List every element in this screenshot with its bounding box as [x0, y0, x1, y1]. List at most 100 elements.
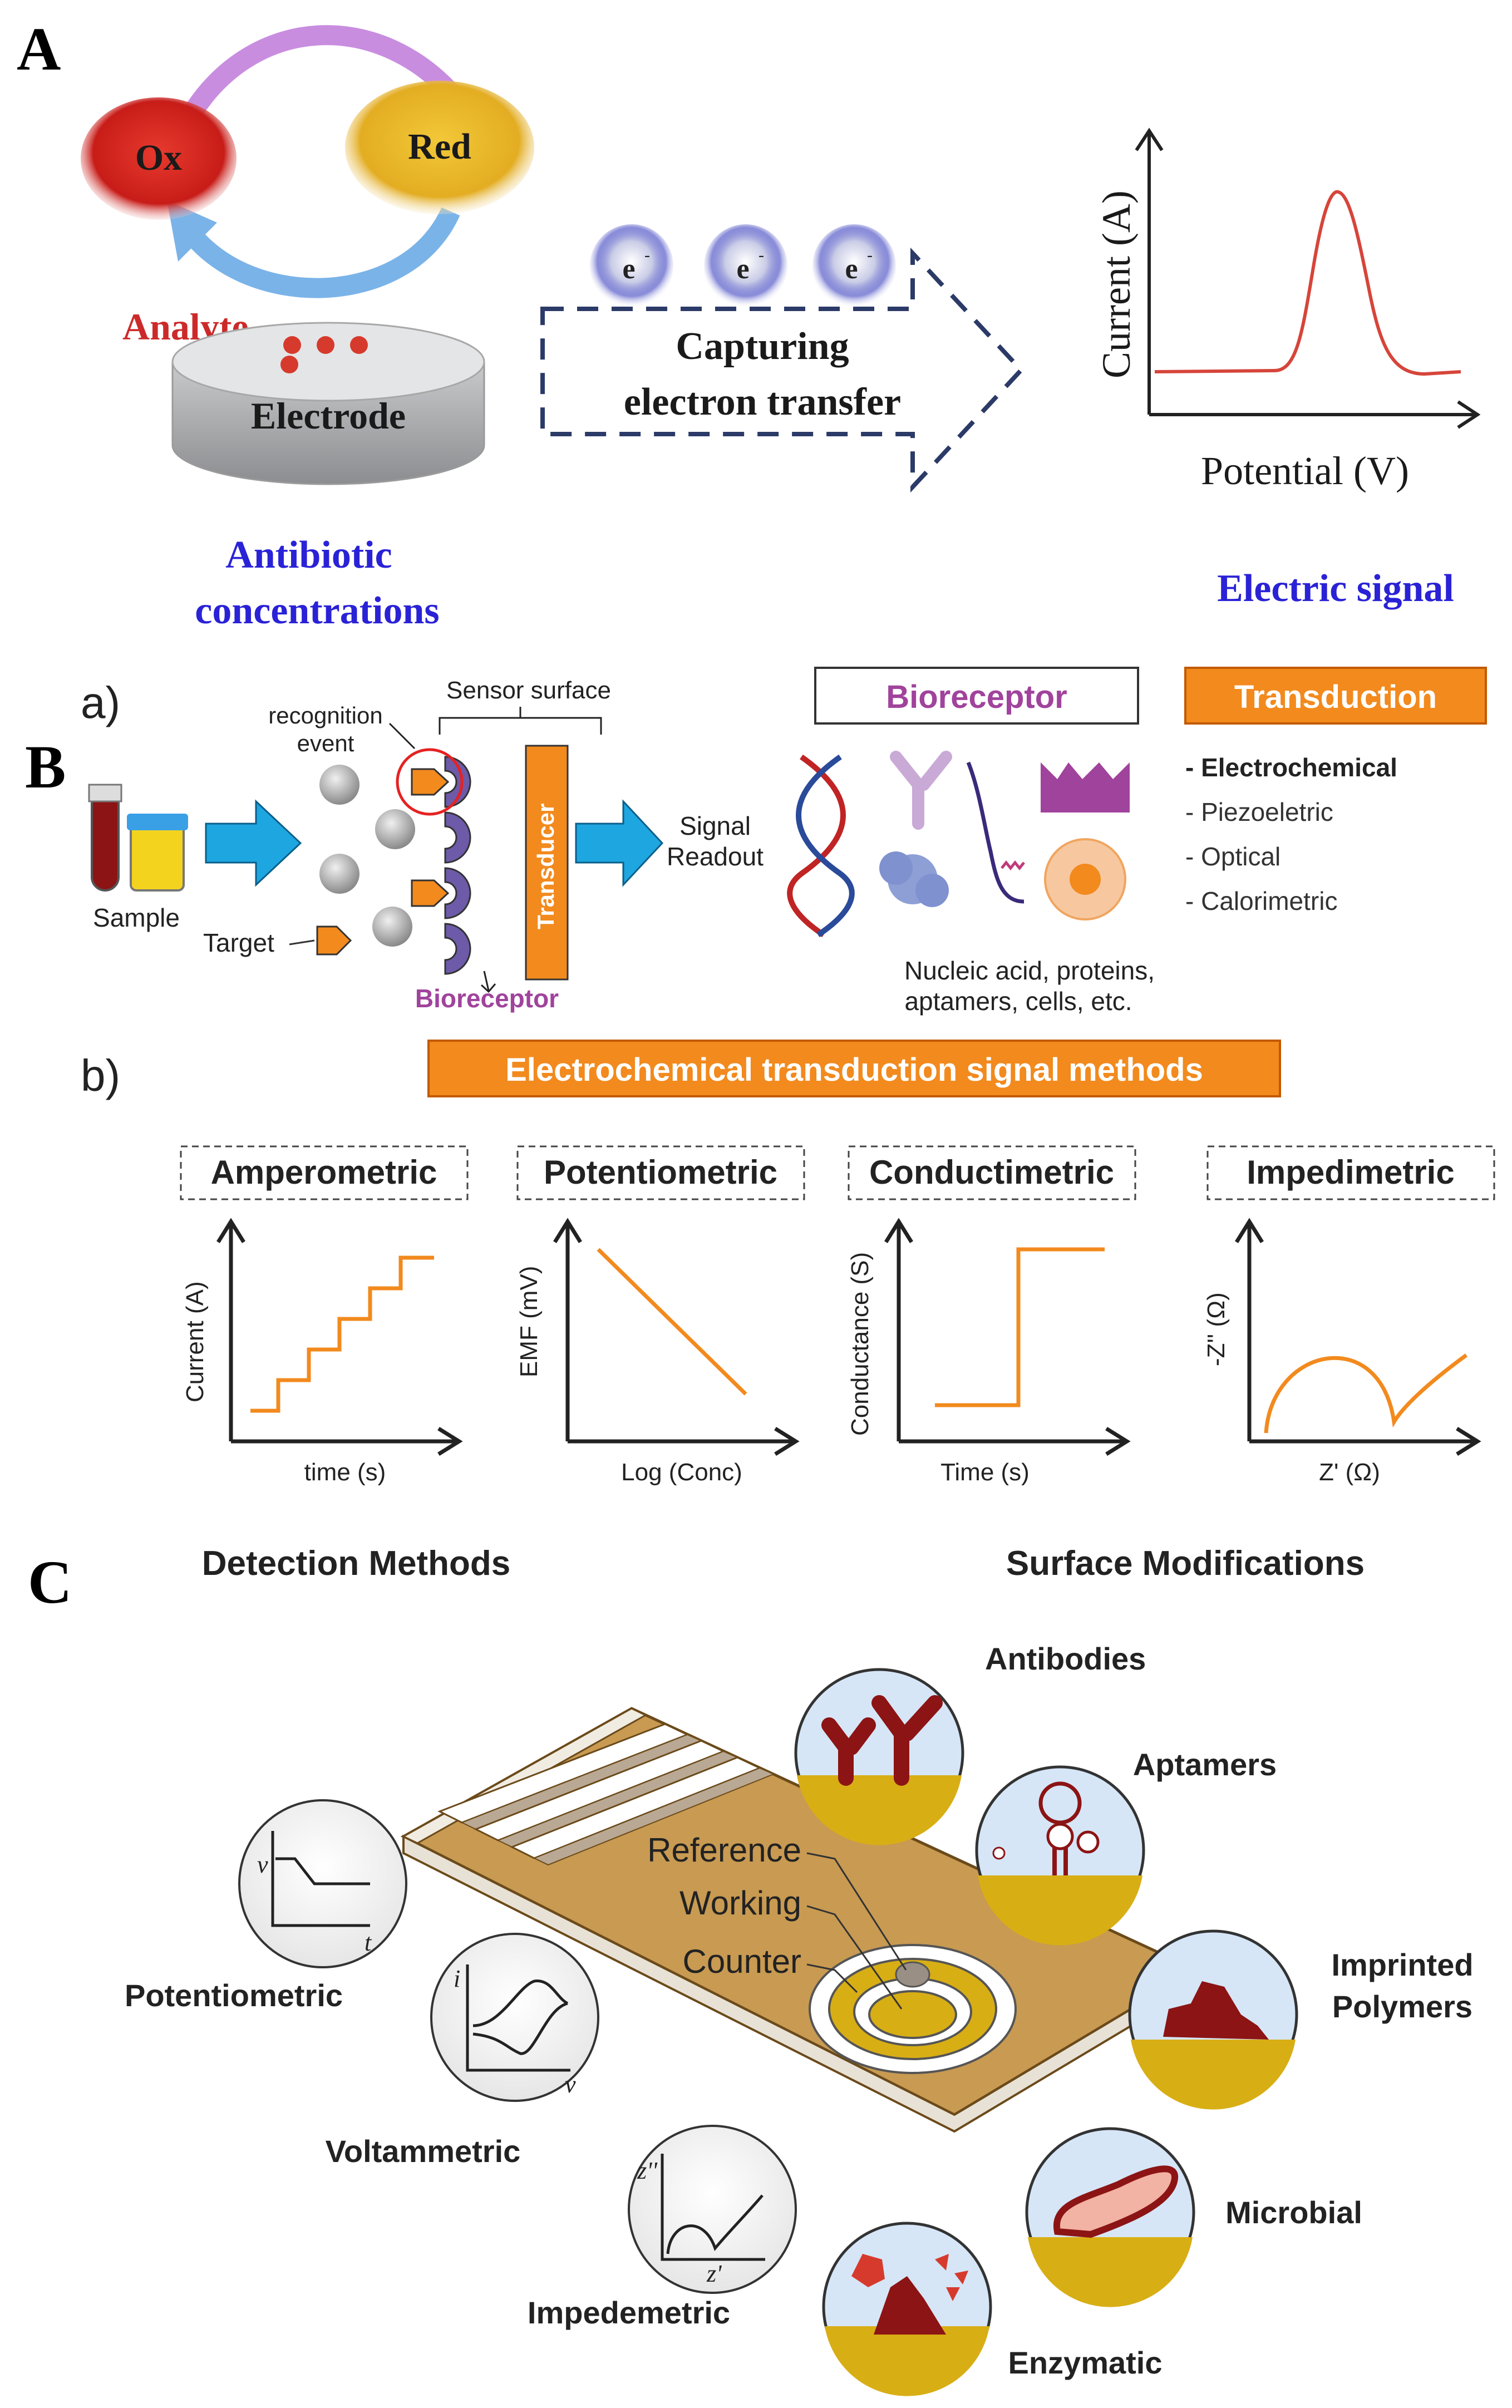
enzyme-icon	[1041, 762, 1130, 812]
sphere	[375, 809, 415, 849]
panel-b: a) B Sample Target recognition event Sen…	[25, 667, 1495, 1486]
sub-a-label: a)	[81, 678, 120, 727]
method-xlabel: Z' (Ω)	[1319, 1459, 1380, 1486]
detection-label: Voltammetric	[326, 2134, 521, 2169]
surface-label: Imprinted	[1331, 1947, 1473, 1982]
counter-leader	[806, 1963, 858, 1993]
detection-label: Potentiometric	[125, 1978, 343, 2013]
electron-3: e -	[812, 224, 896, 308]
transduction-box-label: Transduction	[1234, 679, 1437, 715]
target-pointer	[289, 939, 315, 946]
reference-leader	[806, 1852, 907, 1971]
electrode-label-working: Working	[679, 1884, 801, 1922]
surface-aptamers: Aptamers	[975, 1747, 1277, 1946]
method-impedimetric: Impedimetric -Z'' (Ω) Z' (Ω)	[1203, 1145, 1495, 1486]
analyte-dot	[283, 336, 301, 354]
bioreceptor-shape	[444, 811, 471, 864]
bound-target	[411, 879, 450, 907]
panel-c-letter: C	[28, 1548, 72, 1616]
method-name: Impedimetric	[1247, 1154, 1454, 1191]
transduction-item-electrochemical: - Electrochemical	[1185, 753, 1397, 782]
bioreceptor-shape	[444, 923, 471, 975]
electron-2: e -	[704, 224, 787, 308]
methods-banner-label: Electrochemical transduction signal meth…	[505, 1052, 1203, 1088]
method-ylabel: Current (A)	[181, 1281, 209, 1402]
svg-text:z'': z''	[637, 2157, 658, 2184]
signal-xlabel: Potential (V)	[1201, 449, 1409, 493]
target-shape	[316, 925, 352, 956]
method-box	[180, 1145, 469, 1200]
panel-a-letter: A	[17, 15, 61, 83]
arrow-text-line2: electron transfer	[624, 381, 901, 424]
surface-modifications-title: Surface Modifications	[1006, 1544, 1365, 1583]
method-xlabel: time (s)	[304, 1459, 386, 1486]
svg-text:e: e	[845, 253, 858, 285]
surface-imprinted-polymers: Imprinted Polymers	[1128, 1929, 1474, 2110]
urine-cup-lid	[127, 814, 188, 830]
method-conductimetric: Conductimetric Conductance (S) Time (s)	[846, 1145, 1136, 1486]
ox-label: Ox	[135, 137, 182, 178]
sphere	[319, 765, 359, 805]
antibody-icon	[890, 751, 952, 830]
svg-text:-: -	[867, 246, 873, 264]
svg-text:z': z'	[706, 2260, 722, 2287]
method-ylabel: -Z'' (Ω)	[1203, 1292, 1230, 1366]
urine-cup	[130, 823, 185, 892]
sensor-strip	[400, 1707, 1200, 2133]
surface-label: Microbial	[1225, 2195, 1362, 2230]
electron-1: e -	[590, 224, 673, 308]
transduction-box	[1184, 667, 1487, 725]
sensor-surface-bracket	[439, 707, 602, 735]
analyte-dot	[350, 336, 368, 354]
recognition-pointer	[388, 722, 416, 750]
arrow-text-line1: Capturing	[676, 325, 849, 368]
surface-antibodies: Antibodies	[794, 1641, 1146, 1845]
svg-text:e: e	[736, 253, 749, 285]
ox-blob	[81, 97, 237, 220]
electric-signal-caption: Electric signal	[1217, 567, 1454, 610]
potentiometric-curve	[597, 1248, 747, 1396]
method-name: Conductimetric	[869, 1154, 1114, 1191]
redox-arc-top	[175, 25, 470, 133]
method-box	[848, 1145, 1136, 1200]
electrode-top	[171, 322, 485, 402]
sensor-surface-label: Sensor surface	[446, 677, 611, 704]
detection-label: Impedemetric	[528, 2295, 730, 2330]
blood-tube	[91, 789, 120, 892]
surface-label: Enzymatic	[1008, 2345, 1163, 2380]
bioreceptor-caption-line2: aptamers, cells, etc.	[904, 987, 1132, 1016]
protein-icon	[879, 851, 949, 907]
impedimetric-curve	[1264, 1353, 1468, 1434]
recognition-line1: recognition	[268, 702, 382, 728]
analyte-dot	[280, 356, 298, 373]
sub-b-label: b)	[81, 1051, 120, 1100]
method-name: Potentiometric	[544, 1154, 777, 1191]
antibiotic-caption-line2: concentrations	[195, 589, 439, 632]
detection-voltammetric: i v Voltammetric	[326, 1933, 599, 2169]
detection-methods-title: Detection Methods	[202, 1544, 511, 1583]
surface-microbial: Microbial	[1025, 2127, 1362, 2307]
method-box	[516, 1145, 805, 1200]
svg-text:e: e	[622, 253, 635, 285]
method-ylabel: Conductance (S)	[846, 1252, 874, 1436]
method-potentiometric: Potentiometric EMF (mV) Log (Conc)	[515, 1145, 805, 1486]
antibiotic-caption-line1: Antibiotic	[225, 534, 392, 577]
signal-readout-line2: Readout	[667, 842, 764, 871]
analyte-dot	[317, 336, 334, 354]
amperometric-curve	[250, 1255, 434, 1413]
sphere	[319, 854, 359, 894]
method-xlabel: Log (Conc)	[621, 1459, 742, 1486]
reference-electrode	[895, 1961, 930, 1988]
bound-target	[411, 768, 450, 796]
recognition-line2: event	[297, 730, 354, 756]
blood-tube-cap	[88, 784, 122, 802]
signal-y-arrow	[1135, 127, 1164, 151]
red-label: Red	[408, 126, 471, 167]
electrode-label-counter: Counter	[683, 1943, 801, 1980]
detection-impedemetric: z'' z' Impedemetric	[528, 2125, 797, 2330]
panel-b-letter: B	[25, 733, 66, 801]
transducer-label: Transducer	[533, 804, 559, 929]
svg-text:v: v	[257, 1851, 268, 1878]
cell-icon	[1044, 838, 1126, 920]
